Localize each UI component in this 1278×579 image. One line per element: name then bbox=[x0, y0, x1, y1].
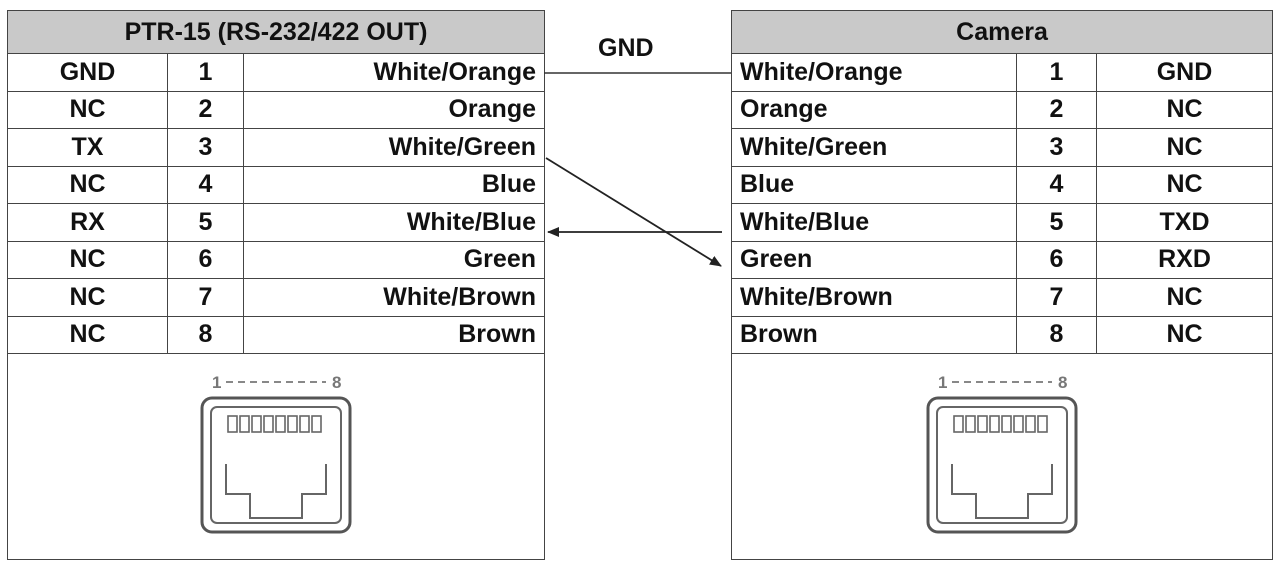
wire-color-cell: Blue bbox=[243, 165, 545, 204]
wire-color-cell: Orange bbox=[243, 90, 545, 129]
wire-color-cell: White/Blue bbox=[243, 203, 545, 242]
pin-number-cell: 7 bbox=[167, 278, 244, 317]
ptr15-title: PTR-15 (RS-232/422 OUT) bbox=[7, 10, 545, 54]
pin-number-cell: 6 bbox=[167, 240, 244, 279]
pin-number-cell: 3 bbox=[1016, 128, 1097, 167]
signal-cell: NC bbox=[1095, 278, 1274, 317]
tx-to-rxd-wire bbox=[545, 157, 722, 267]
pin-number-cell: 6 bbox=[1016, 240, 1097, 279]
jack-inner-shell bbox=[936, 406, 1069, 524]
pin-number-cell: 8 bbox=[1016, 315, 1097, 354]
signal-cell: NC bbox=[7, 90, 168, 129]
signal-cell: NC bbox=[1095, 165, 1274, 204]
gnd-connection-label: GND bbox=[598, 34, 654, 62]
wire-color-cell: White/Blue bbox=[731, 203, 1017, 242]
jack-outer-shell bbox=[200, 396, 352, 534]
wire-color-cell: White/Green bbox=[731, 128, 1017, 167]
pin-number-cell: 2 bbox=[1016, 90, 1097, 129]
wire-color-cell: White/Brown bbox=[243, 278, 545, 317]
jack-pin-last-label: 8 bbox=[332, 373, 341, 392]
signal-cell: NC bbox=[1095, 90, 1274, 129]
signal-cell: NC bbox=[7, 278, 168, 317]
wire-color-cell: Brown bbox=[731, 315, 1017, 354]
ptr15-jack-cell: 1 8 bbox=[7, 353, 545, 560]
signal-cell: RXD bbox=[1095, 240, 1274, 279]
pin-number-cell: 1 bbox=[1016, 53, 1097, 92]
jack-latch-slot bbox=[225, 464, 327, 519]
pin-number-cell: 7 bbox=[1016, 278, 1097, 317]
pin-number-cell: 2 bbox=[167, 90, 244, 129]
wire-color-cell: Green bbox=[731, 240, 1017, 279]
jack-contacts bbox=[227, 415, 322, 433]
wire-color-cell: White/Brown bbox=[731, 278, 1017, 317]
signal-cell: GND bbox=[7, 53, 168, 92]
signal-cell: GND bbox=[1095, 53, 1274, 92]
pin-number-cell: 1 bbox=[167, 53, 244, 92]
signal-cell: TX bbox=[7, 128, 168, 167]
wire-color-cell: White/Green bbox=[243, 128, 545, 167]
pin-number-cell: 5 bbox=[167, 203, 244, 242]
wire-color-cell: Blue bbox=[731, 165, 1017, 204]
wire-color-cell: White/Orange bbox=[731, 53, 1017, 92]
pin-number-cell: 8 bbox=[167, 315, 244, 354]
jack-outer-shell bbox=[926, 396, 1078, 534]
signal-cell: TXD bbox=[1095, 203, 1274, 242]
jack-latch-slot bbox=[951, 464, 1054, 519]
jack-pin-last-label: 8 bbox=[1058, 373, 1067, 392]
pin-number-cell: 4 bbox=[1016, 165, 1097, 204]
wire-color-cell: Green bbox=[243, 240, 545, 279]
jack-inner-shell bbox=[210, 406, 342, 524]
camera-title: Camera bbox=[730, 10, 1274, 54]
camera-jack-cell: 1 8 bbox=[730, 353, 1274, 560]
pin-number-cell: 3 bbox=[167, 128, 244, 167]
jack-pin-first-label: 1 bbox=[212, 373, 221, 392]
signal-cell: NC bbox=[1095, 315, 1274, 354]
pin-number-cell: 4 bbox=[167, 165, 244, 204]
signal-cell: RX bbox=[7, 203, 168, 242]
signal-cell: NC bbox=[7, 315, 168, 354]
wire-color-cell: Orange bbox=[731, 90, 1017, 129]
signal-cell: NC bbox=[7, 240, 168, 279]
rj45-jack-icon: 1 8 bbox=[200, 373, 352, 534]
wire-color-cell: Brown bbox=[243, 315, 545, 354]
pin-number-cell: 5 bbox=[1016, 203, 1097, 242]
wire-color-cell: White/Orange bbox=[243, 53, 545, 92]
signal-cell: NC bbox=[1095, 128, 1274, 167]
jack-pin-first-label: 1 bbox=[938, 373, 947, 392]
signal-cell: NC bbox=[7, 165, 168, 204]
jack-contacts bbox=[953, 415, 1048, 433]
rj45-jack-icon: 1 8 bbox=[926, 373, 1078, 534]
